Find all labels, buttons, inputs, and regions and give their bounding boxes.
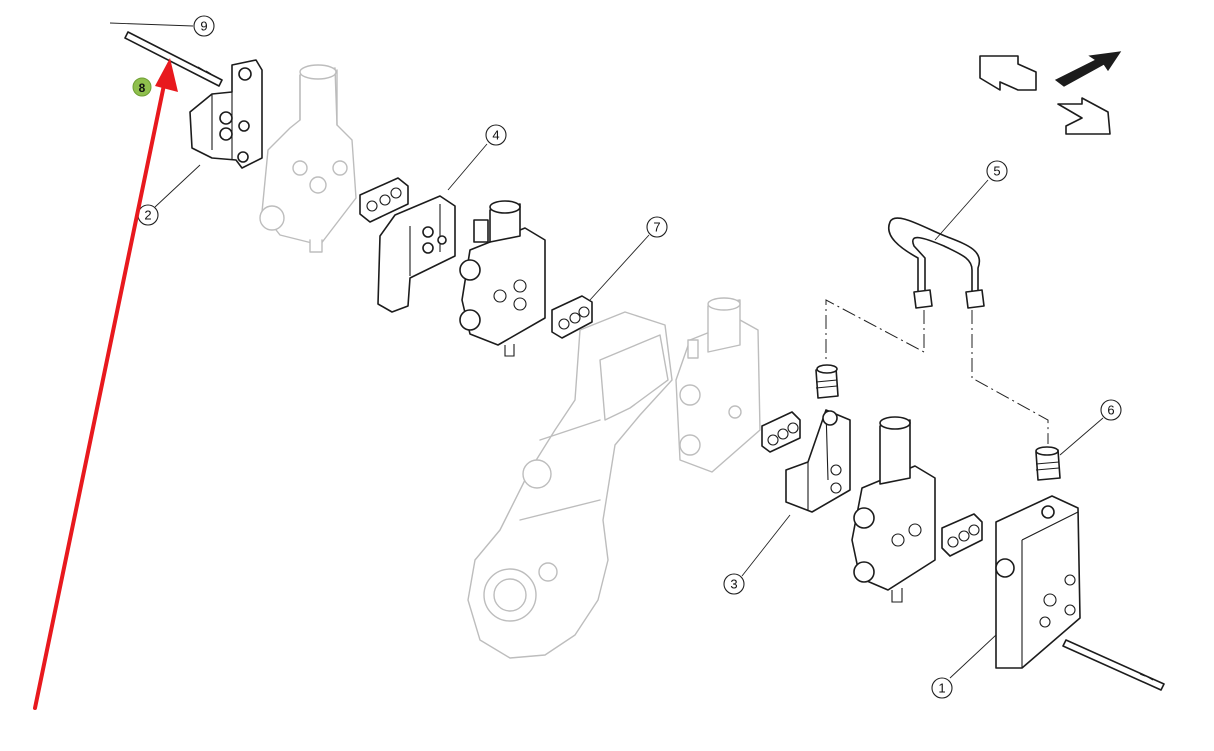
callout-3: 3: [723, 573, 745, 595]
svg-text:1: 1: [938, 681, 945, 696]
valve-section-right: [851, 416, 936, 603]
callout-9: 9: [193, 15, 215, 37]
direction-arrows-icon: [979, 51, 1122, 135]
svg-text:9: 9: [200, 19, 207, 34]
callout-6: 6: [1100, 399, 1122, 421]
block-part-3: [785, 409, 851, 513]
callout-1: 1: [931, 677, 953, 699]
callout-8-highlighted: 8: [132, 77, 152, 97]
bolt-part-9: [124, 31, 223, 87]
gasket-part-7: [551, 295, 593, 339]
pointer-arrow-icon: [33, 58, 178, 710]
bolt-lower: [1062, 639, 1165, 691]
callout-2: 2: [137, 204, 159, 226]
gasket-right: [941, 513, 983, 557]
svg-text:6: 6: [1107, 403, 1114, 418]
fitting-part-6: [1035, 446, 1061, 481]
callout-7: 7: [646, 216, 668, 238]
valve-section-middle: [459, 200, 546, 357]
gasket-middle: [761, 411, 801, 453]
callout-4: 4: [485, 124, 507, 146]
pipe-part-5: [887, 217, 985, 309]
leader-lines: [109, 22, 1104, 679]
mounting-bracket: [467, 311, 673, 659]
svg-text:7: 7: [653, 220, 660, 235]
svg-text:2: 2: [144, 208, 151, 223]
svg-text:8: 8: [139, 81, 146, 95]
gasket-upper: [359, 177, 409, 223]
connection-lines: [825, 299, 1049, 444]
callout-5: 5: [986, 160, 1008, 182]
valve-section-faded: [675, 297, 761, 473]
svg-text:3: 3: [730, 577, 737, 592]
end-block-part-1: [995, 495, 1081, 669]
svg-text:4: 4: [492, 128, 499, 143]
fitting-left: [815, 364, 839, 399]
bracket-part-2: [189, 59, 263, 169]
bracket-part-4: [377, 195, 456, 313]
svg-text:5: 5: [993, 164, 1000, 179]
faded-valve-section: [259, 64, 357, 253]
